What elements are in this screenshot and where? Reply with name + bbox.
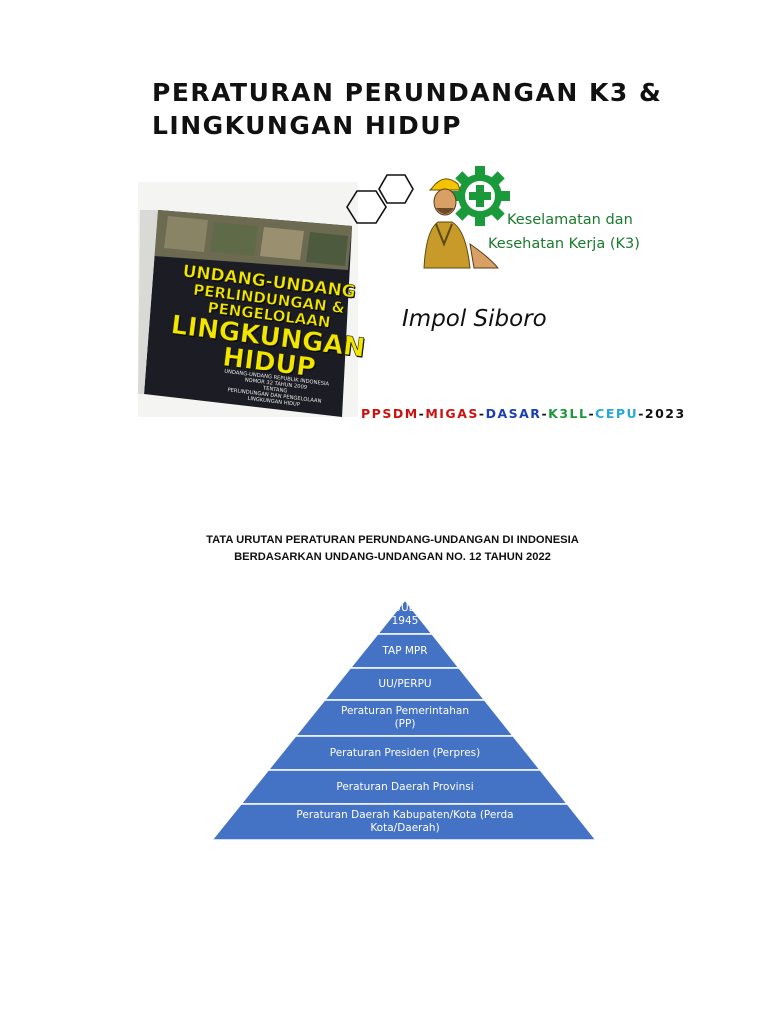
book-cover-background (138, 182, 358, 417)
pyramid-level-label-5: Peraturan Presiden (Perpres) (329, 746, 481, 759)
pyramid-level-label-1: UUD 1945 (391, 602, 419, 627)
program-separator: - (541, 406, 549, 421)
legislation-hierarchy-pyramid (212, 600, 596, 841)
pyramid-level-7 (212, 803, 596, 841)
program-separator: - (478, 406, 486, 421)
k3-logo-line-1: Keselamatan dan (507, 212, 633, 228)
hierarchy-title: TATA URUTAN PERATURAN PERUNDANG-UNDANGAN… (190, 532, 595, 566)
pyramid-level-label-3: UU/PERPU (378, 677, 432, 690)
program-part-k3ll: K3LL (548, 406, 589, 421)
title-line-2: LINGKUNGAN HIDUP (152, 111, 462, 140)
program-part-year: -2023 (638, 406, 686, 421)
hexagon-icon (346, 174, 414, 224)
hierarchy-title-line-2: BERDASARKAN UNDANG-UNDANGAN NO. 12 TAHUN… (234, 551, 551, 563)
author-name: Impol Siboro (402, 306, 547, 332)
pyramid-level-label-4: Peraturan Pemerintahan (PP) (341, 705, 469, 730)
program-part-migas: MIGAS (425, 406, 479, 421)
k3-logo-line-2: Kesehatan Kerja (K3) (488, 236, 640, 252)
k3-worker-logo-icon (423, 166, 510, 269)
program-part-dasar: DASAR (485, 406, 542, 421)
pyramid-level-label-7: Peraturan Daerah Kabupaten/Kota (Perda K… (296, 809, 514, 834)
program-separator: - (588, 406, 596, 421)
book-cover-image: UNDANG-UNDANG PERLINDUNGAN & PENGELOLAAN… (138, 182, 367, 417)
pyramid-level-label-2: TAP MPR (382, 644, 428, 657)
title-line-1: PERATURAN PERUNDANGAN K3 & (152, 78, 663, 107)
program-part-ppsdm: PPSDM (361, 406, 419, 421)
pyramid-level-label-6: Peraturan Daerah Provinsi (336, 780, 474, 793)
program-part-cepu: CEPU (595, 406, 639, 421)
program-label: PPSDM-MIGAS-DASAR-K3LL-CEPU-2023 (361, 406, 686, 421)
document-title: PERATURAN PERUNDANGAN K3 & LINGKUNGAN HI… (152, 76, 663, 142)
program-separator: - (418, 406, 426, 421)
hierarchy-title-line-1: TATA URUTAN PERATURAN PERUNDANG-UNDANGAN… (206, 534, 579, 546)
